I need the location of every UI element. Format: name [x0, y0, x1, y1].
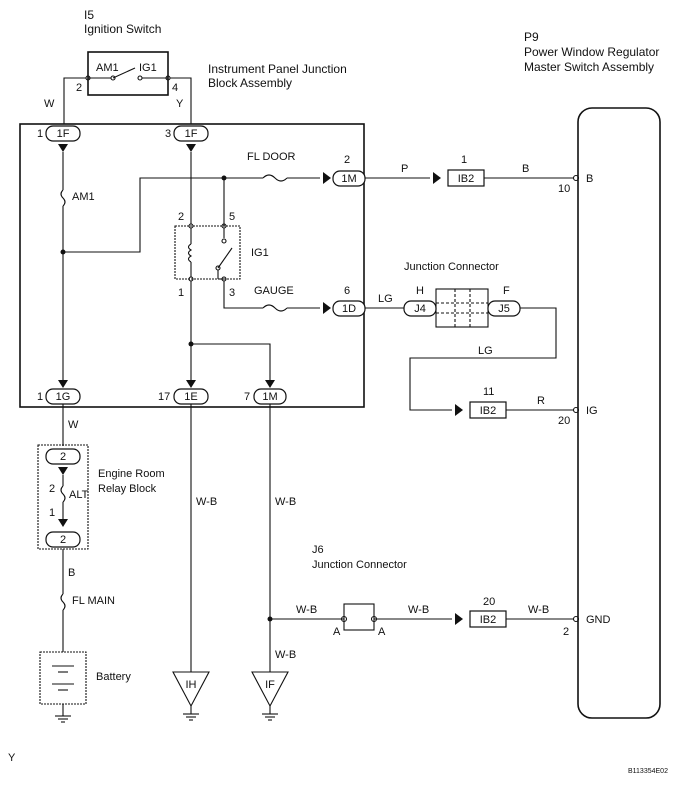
junction-connector-label: Junction Connector — [404, 261, 499, 273]
ij-block-title-1: Instrument Panel Junction — [208, 62, 347, 76]
svg-text:IH: IH — [186, 679, 197, 691]
master-terminal-b: B — [586, 173, 593, 185]
master-terminal-ig: IG — [586, 405, 598, 417]
svg-text:IB2: IB2 — [480, 405, 497, 417]
junction-connector-body — [435, 288, 489, 328]
svg-text:1M: 1M — [262, 391, 277, 403]
relay-pin-1: 1 — [178, 287, 184, 299]
battery — [39, 651, 87, 705]
svg-text:2: 2 — [60, 534, 66, 546]
svg-text:IF: IF — [265, 679, 275, 691]
relay-pin-3: 3 — [229, 287, 235, 299]
ignition-switch-id: I5 — [84, 8, 94, 22]
j4-pin-h: H — [416, 285, 424, 297]
pin-1f-right: 3 — [165, 128, 171, 140]
wire-color-wb-if: W-B — [275, 649, 296, 661]
pin-1d: 6 — [344, 285, 350, 297]
svg-text:2: 2 — [60, 451, 66, 463]
pin-1e: 17 — [158, 391, 170, 403]
wire-color-wb-1m: W-B — [275, 496, 296, 508]
master-switch-title-1: Power Window Regulator — [524, 45, 659, 59]
svg-text:J4: J4 — [414, 303, 426, 315]
engine-room-label-2: Relay Block — [98, 483, 157, 495]
svg-text:IB2: IB2 — [458, 173, 475, 185]
svg-text:1G: 1G — [56, 391, 71, 403]
fuse-gauge: GAUGE — [254, 285, 294, 297]
connector-1f-right — [173, 125, 209, 142]
wire-color-r: R — [537, 395, 545, 407]
j6-pin-a-right: A — [378, 626, 386, 638]
fuse-am1: AM1 — [72, 191, 95, 203]
switch-ig1-label: IG1 — [139, 62, 157, 74]
switch-pin-2: 2 — [76, 82, 82, 94]
ground-if — [251, 671, 289, 708]
wire-color-y: Y — [176, 98, 184, 110]
svg-text:J5: J5 — [498, 303, 510, 315]
alt-pin-2: 2 — [49, 483, 55, 495]
wire-color-w-mid: W — [68, 419, 79, 431]
ij-block-title-2: Block Assembly — [208, 76, 292, 90]
fuse-alt: ALT — [69, 489, 89, 501]
wire-color-p: P — [401, 163, 408, 175]
master-terminal-gnd: GND — [586, 614, 611, 626]
svg-text:IB2: IB2 — [480, 614, 497, 626]
wire-color-wb-1e: W-B — [196, 496, 217, 508]
connector-er-top — [45, 448, 81, 465]
svg-text:1D: 1D — [342, 303, 356, 315]
ig1-relay — [174, 225, 241, 280]
connector-1f-left — [45, 125, 81, 142]
figure-code: B113354E02 — [628, 768, 668, 775]
wire-color-lg-j4: LG — [378, 293, 393, 305]
svg-text:1E: 1E — [184, 391, 197, 403]
switch-pin-4: 4 — [172, 82, 178, 94]
ij-block-box — [19, 123, 365, 408]
wire-color-wb-j6b: W-B — [408, 604, 429, 616]
engine-room-label-1: Engine Room — [98, 468, 165, 480]
pin-1m-top: 2 — [344, 154, 350, 166]
svg-text:1F: 1F — [57, 128, 70, 140]
master-switch-title-2: Master Switch Assembly — [524, 60, 654, 74]
connector-er-bottom — [45, 531, 81, 548]
relay-pin-5: 5 — [229, 211, 235, 223]
ground-ih — [172, 671, 210, 708]
junction-connector-j6 — [343, 603, 375, 631]
wire-color-b-main: B — [68, 567, 75, 579]
alt-pin-1: 1 — [49, 507, 55, 519]
pin-1g: 1 — [37, 391, 43, 403]
ignition-switch: AM1 IG1 2 4 — [76, 51, 178, 96]
battery-label: Battery — [96, 671, 131, 683]
pin-ib2-bottom: 20 — [483, 596, 495, 608]
pin-ib2-mid: 11 — [483, 386, 494, 398]
master-pin-10: 10 — [558, 183, 570, 195]
master-switch-id: P9 — [524, 30, 539, 44]
master-pin-20: 20 — [558, 415, 570, 427]
wire-color-wb-j6a: W-B — [296, 604, 317, 616]
wire-color-wb-ib2: W-B — [528, 604, 549, 616]
j6-pin-a-left: A — [333, 626, 341, 638]
relay-ig1-label: IG1 — [251, 247, 269, 259]
j6-name: Junction Connector — [312, 559, 407, 571]
svg-text:1M: 1M — [341, 173, 356, 185]
pin-1f-left: 1 — [37, 128, 43, 140]
pin-1m-bottom: 7 — [244, 391, 250, 403]
ignition-switch-name: Ignition Switch — [84, 22, 161, 36]
j5-pin-f: F — [503, 285, 510, 297]
master-switch-body — [577, 107, 661, 719]
j6-id: J6 — [312, 544, 324, 556]
pin-ib2-top: 1 — [461, 154, 467, 166]
wire-color-b-top: B — [522, 163, 529, 175]
relay-pin-2: 2 — [178, 211, 184, 223]
switch-am1-label: AM1 — [96, 62, 119, 74]
master-pin-2: 2 — [563, 626, 569, 638]
fuse-fl-door: FL DOOR — [247, 151, 296, 163]
footer-left-mark: Y — [8, 752, 16, 764]
wire-color-w-left: W — [44, 98, 55, 110]
svg-text:1F: 1F — [185, 128, 198, 140]
fuse-fl-main: FL MAIN — [72, 595, 115, 607]
wire-color-lg-mid: LG — [478, 345, 493, 357]
